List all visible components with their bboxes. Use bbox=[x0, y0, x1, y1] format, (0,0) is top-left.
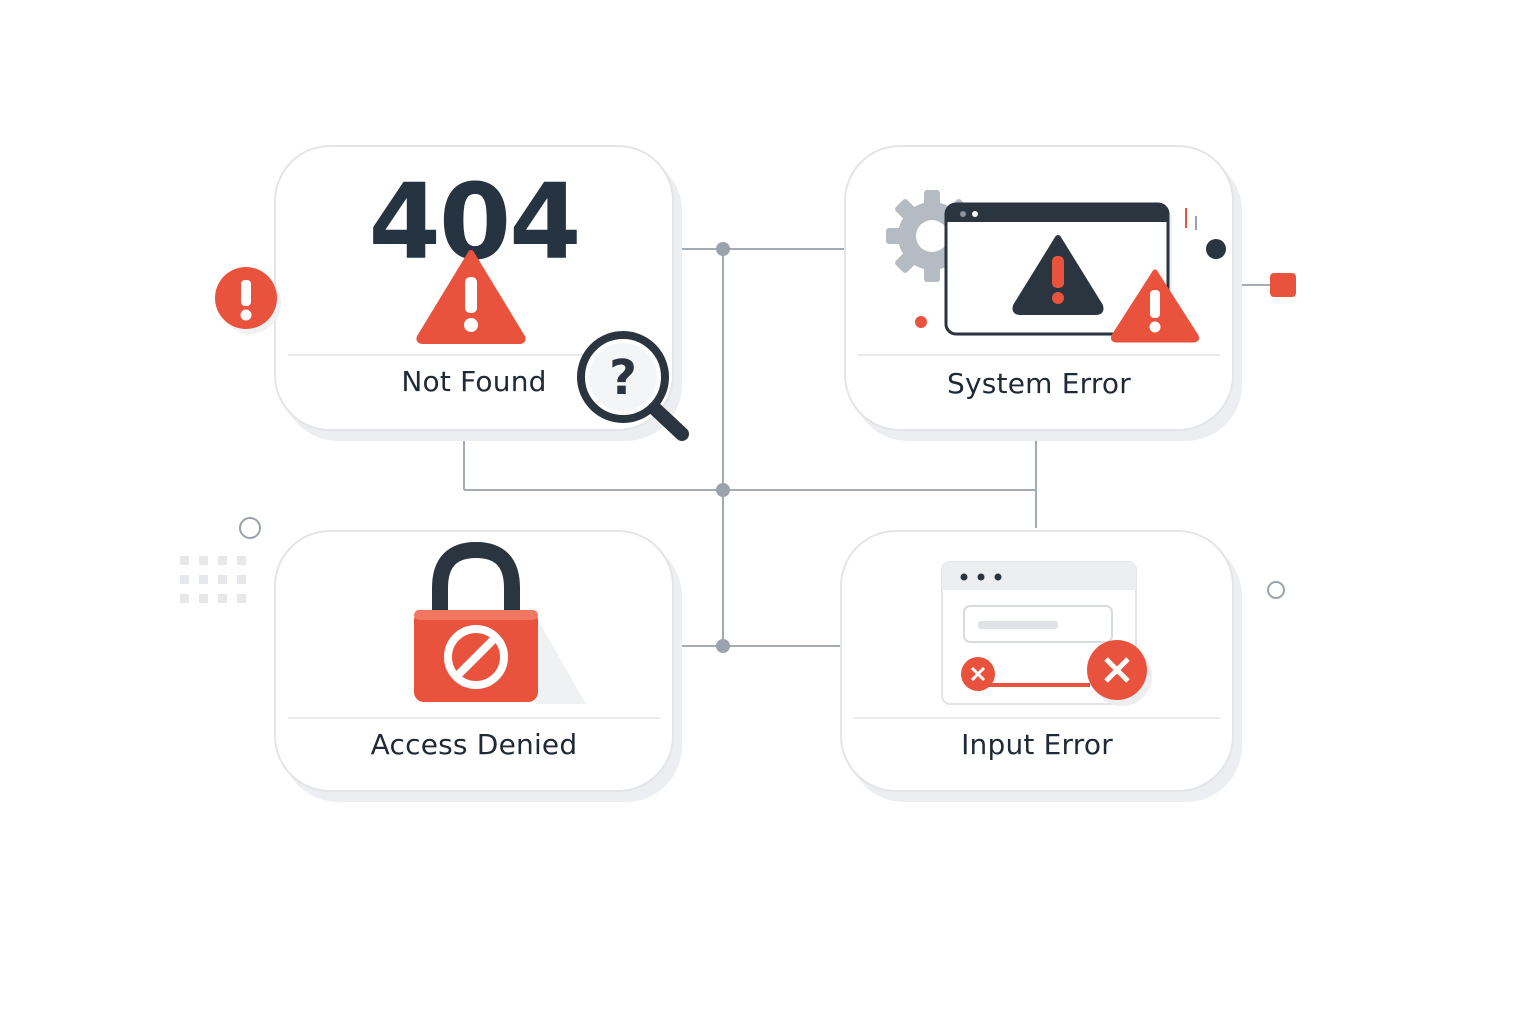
warning-triangle-icon bbox=[416, 250, 526, 344]
warning-triangle-icon bbox=[1110, 269, 1200, 343]
connector-node bbox=[716, 639, 730, 653]
form-window-icon bbox=[941, 561, 1152, 706]
card-label: Input Error bbox=[961, 728, 1113, 761]
card-label: Access Denied bbox=[370, 728, 578, 761]
padlock-icon bbox=[414, 541, 586, 704]
browser-window-icon bbox=[944, 202, 1172, 336]
card-divider bbox=[288, 354, 660, 356]
connector-node bbox=[716, 242, 730, 256]
signal-tick-decoration bbox=[1185, 208, 1197, 230]
card-label: System Error bbox=[947, 367, 1131, 400]
card-divider bbox=[854, 717, 1220, 719]
search-question-icon: ? bbox=[577, 331, 689, 441]
card-divider bbox=[288, 717, 660, 719]
close-circle-icon bbox=[961, 657, 995, 691]
node-dot bbox=[1206, 239, 1226, 259]
close-circle-icon bbox=[1087, 640, 1152, 706]
node-square bbox=[1270, 273, 1296, 297]
connector-node bbox=[716, 483, 730, 497]
card-divider bbox=[858, 354, 1220, 356]
alert-circle-icon bbox=[215, 267, 281, 334]
prohibited-icon bbox=[444, 625, 508, 689]
ring-decoration bbox=[1267, 581, 1285, 599]
svg-text:?: ? bbox=[609, 350, 637, 406]
dot-grid-decoration bbox=[180, 556, 246, 603]
card-label: Not Found bbox=[401, 365, 547, 398]
ring-decoration bbox=[239, 517, 261, 539]
node-dot bbox=[915, 316, 927, 328]
